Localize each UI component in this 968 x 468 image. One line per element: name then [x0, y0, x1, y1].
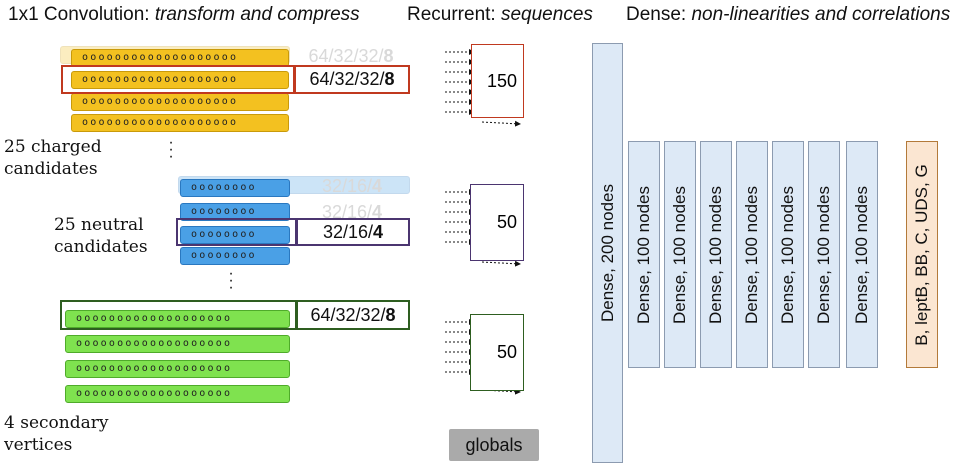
neutral-ellipsis: ···: [228, 265, 234, 296]
charged-frame: [61, 65, 295, 94]
neutral-frame: [176, 218, 297, 246]
vertex-config-prefix: 64/32/32/: [310, 304, 386, 325]
dense-header-italic: non-linearities and correlations: [691, 4, 951, 25]
vertex-bar-3: ooooooooooooooooooo: [65, 360, 290, 378]
neutral-ghost-config-1-prefix: 32/16/: [321, 175, 373, 196]
neutral-ghost-config-1: 32/16/4: [296, 174, 408, 198]
neutral-ghost-config-2-bold: 4: [372, 201, 383, 222]
neutral-ghost-config-1-bold: 4: [372, 175, 383, 196]
vertex-frame: [60, 300, 297, 330]
rnn-header-italic: sequences: [500, 4, 593, 25]
neutral-bar-1: oooooooo: [180, 179, 290, 197]
dense-layer-100-4-label: Dense, 100 nodes: [742, 185, 761, 324]
conv-header-text: 1x1 Convolution:: [8, 4, 155, 25]
neutral-bar-2: oooooooo: [180, 203, 290, 221]
vertex-bar-2: ooooooooooooooooooo: [65, 335, 290, 353]
charged-bar-2: ooooooooooooooooooo: [71, 71, 289, 89]
dense-layer-100-7: Dense, 100 nodes: [846, 141, 878, 368]
dense-layer-200-label: Dense, 200 nodes: [597, 184, 617, 322]
neutral-config-prefix: 32/16/: [322, 221, 374, 242]
charged-label: 25 charged candidates: [4, 137, 102, 179]
dense-layer-100-3-label: Dense, 100 nodes: [706, 185, 725, 324]
dense-layer-100-5-label: Dense, 100 nodes: [778, 185, 797, 324]
dense-layer-100-6: Dense, 100 nodes: [808, 141, 840, 368]
neutral-ghost-config-2: 32/16/4: [296, 200, 408, 224]
dense-layer-100-4: Dense, 100 nodes: [736, 141, 768, 368]
rnn-header-text: Recurrent:: [407, 4, 501, 25]
charged-ghost-config: 64/32/32/8: [295, 44, 407, 68]
vertex-bar-4: ooooooooooooooooooo: [65, 385, 290, 403]
neutral-label: 25 neutral candidates: [54, 215, 148, 257]
charged-ghost-config-bold: 8: [383, 45, 394, 66]
vertex-bar-1: ooooooooooooooooooo: [65, 310, 290, 328]
dense-layer-100-1-label: Dense, 100 nodes: [634, 185, 653, 324]
dense-layer-100-1: Dense, 100 nodes: [628, 141, 660, 368]
charged-ghost-config-prefix: 64/32/32/: [308, 45, 384, 66]
dense-layer-100-2: Dense, 100 nodes: [664, 141, 696, 368]
charged-config-prefix: 64/32/32/: [309, 69, 385, 89]
vertex-rnn: 50: [470, 314, 524, 391]
charged-bar-4: ooooooooooooooooooo: [71, 114, 289, 132]
vertex-rnn-arrows: [445, 319, 521, 395]
neutral-bar-3: oooooooo: [180, 226, 290, 244]
charged-config-bold: 8: [384, 69, 395, 89]
dense-layer-100-3: Dense, 100 nodes: [700, 141, 732, 368]
neutral-rnn: 50: [470, 184, 524, 261]
charged-bar-3: ooooooooooooooooooo: [71, 93, 289, 111]
vertex-label: 4 secondary vertices: [4, 413, 109, 455]
vertex-config: 64/32/32/8: [296, 300, 410, 330]
dense-header: Dense: non-linearities and correlations: [626, 4, 950, 26]
charged-rnn: 150: [471, 44, 524, 118]
neutral-config-bold: 4: [373, 221, 384, 242]
rnn-header: Recurrent: sequences: [407, 4, 593, 26]
output-classes-label: B, leptB, BB, C, UDS, G: [912, 163, 931, 346]
neutral-config: 32/16/4: [296, 218, 410, 246]
conv-header: 1x1 Convolution: transform and compress: [8, 4, 360, 26]
dense-layer-200: Dense, 200 nodes: [592, 43, 623, 463]
dense-layer-100-5: Dense, 100 nodes: [772, 141, 804, 368]
charged-config: 64/32/32/8: [294, 65, 410, 94]
dense-layer-100-2-label: Dense, 100 nodes: [670, 185, 689, 324]
globals-box: globals: [449, 429, 539, 461]
vertex-config-bold: 8: [385, 304, 396, 325]
output-classes-box: B, leptB, BB, C, UDS, G: [906, 141, 938, 368]
neutral-ghost-config-2-prefix: 32/16/: [321, 201, 373, 222]
dense-header-text: Dense:: [626, 4, 692, 25]
dense-layer-100-6-label: Dense, 100 nodes: [814, 185, 833, 324]
conv-header-italic: transform and compress: [154, 4, 360, 25]
neutral-bar-4: oooooooo: [180, 247, 290, 265]
charged-ellipsis: ···: [168, 134, 174, 165]
dense-layer-100-7-label: Dense, 100 nodes: [852, 185, 871, 324]
